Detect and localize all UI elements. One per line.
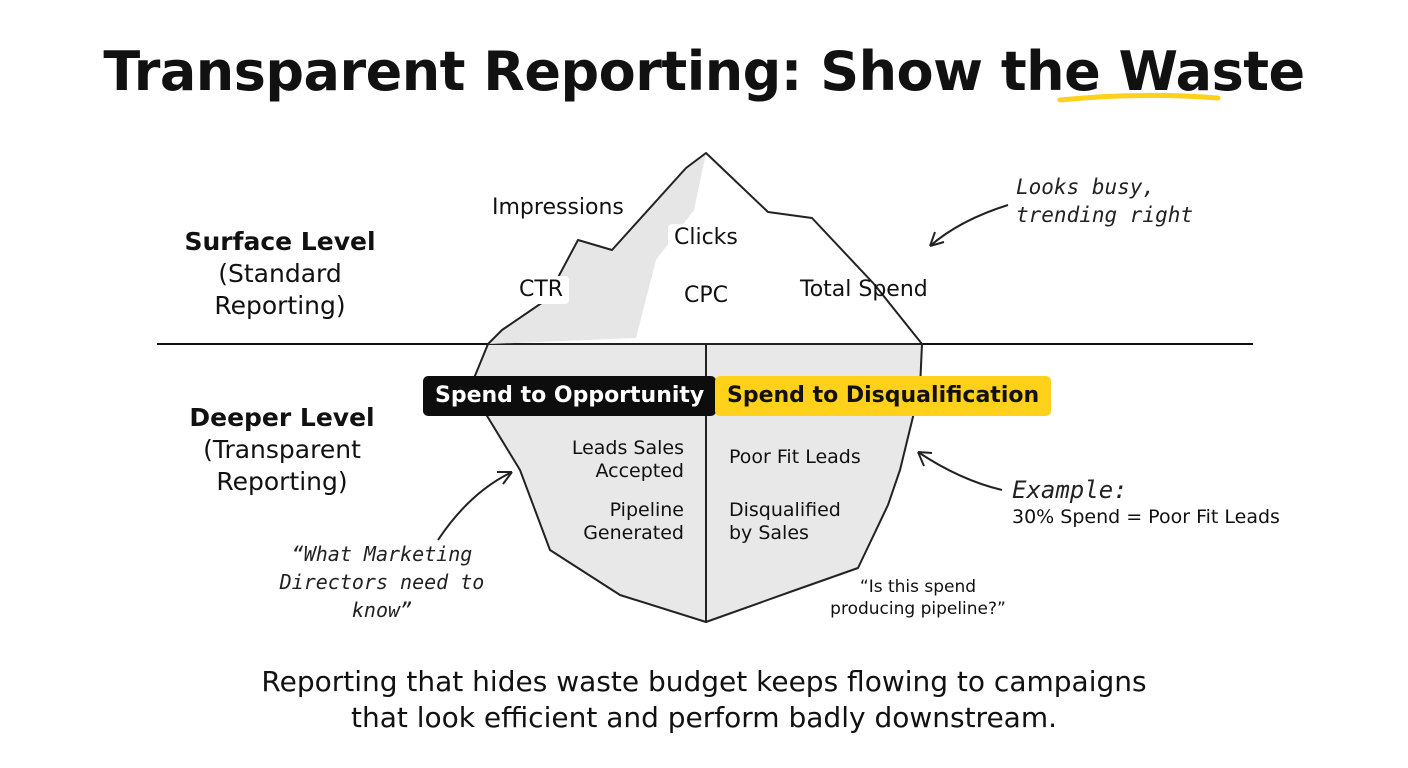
quote-line1: “What Marketing <box>291 542 473 566</box>
iceberg-shadow <box>488 153 706 344</box>
metric-cpc: CPC <box>684 283 728 308</box>
footer-line1: Reporting that hides waste budget keeps … <box>261 665 1147 698</box>
surface-note: Looks busy, trending right <box>1016 173 1193 229</box>
surface-note-line1: Looks busy, <box>1016 175 1156 199</box>
footer-line2: that look efficient and perform badly do… <box>350 701 1058 734</box>
example-callout: Example: 30% Spend = Poor Fit Leads <box>1012 476 1280 530</box>
title-highlight: Waste <box>1118 38 1306 106</box>
question-line1: “Is this spend <box>859 577 977 597</box>
metric-impressions: Impressions <box>492 195 624 220</box>
example-text: 30% Spend = Poor Fit Leads <box>1012 506 1280 528</box>
item-pipeline-line2: Generated <box>583 522 684 544</box>
metric-clicks: Clicks <box>668 224 744 252</box>
item-disqualified-by-sales: Disqualified by Sales <box>729 499 841 545</box>
item-pipeline-generated: Pipeline Generated <box>583 499 684 545</box>
surface-heading: Surface Level (Standard Reporting) <box>160 226 400 322</box>
title-prefix: Transparent Reporting: Show the <box>103 40 1119 103</box>
spend-to-opportunity-label: Spend to Opportunity <box>423 376 717 416</box>
item-disqualified-line1: Disqualified <box>729 499 841 521</box>
metric-ctr: CTR <box>513 276 570 304</box>
item-poor-fit-leads: Poor Fit Leads <box>729 446 861 469</box>
item-poor-fit-line1: Poor Fit Leads <box>729 446 861 468</box>
deeper-heading: Deeper Level (Transparent Reporting) <box>140 402 424 498</box>
quote-line2: Directors need to know” <box>279 570 485 622</box>
footer-caption: Reporting that hides waste budget keeps … <box>0 664 1408 736</box>
highlight-underline <box>1057 92 1221 103</box>
page-title: Transparent Reporting: Show the Waste <box>0 38 1408 106</box>
item-disqualified-line2: by Sales <box>729 522 809 544</box>
surface-heading-title: Surface Level <box>184 227 376 256</box>
marketing-directors-quote: “What Marketing Directors need to know” <box>252 540 512 624</box>
question-line2: producing pipeline?” <box>830 599 1006 619</box>
arrow-example <box>917 451 1003 491</box>
item-pipeline-line1: Pipeline <box>609 499 684 521</box>
iceberg-peak <box>487 152 923 345</box>
arrow-surface-note <box>929 204 1009 247</box>
deeper-heading-subtitle: (Transparent Reporting) <box>203 435 361 496</box>
item-leads-sales-accepted: Leads Sales Accepted <box>572 437 684 483</box>
surface-heading-subtitle: (Standard Reporting) <box>214 259 346 320</box>
item-leads-line2: Accepted <box>595 460 684 482</box>
deeper-heading-title: Deeper Level <box>189 403 375 432</box>
surface-note-line2: trending right <box>1016 203 1194 227</box>
metric-total-spend: Total Spend <box>800 277 928 302</box>
item-leads-line1: Leads Sales <box>571 437 684 459</box>
arrow-quote <box>437 471 513 541</box>
pipeline-question: “Is this spend producing pipeline?” <box>820 576 1016 620</box>
spend-to-disqualification-label: Spend to Disqualification <box>715 376 1052 416</box>
title-highlight-word: Waste <box>1118 40 1306 103</box>
example-label: Example: <box>1012 476 1128 504</box>
